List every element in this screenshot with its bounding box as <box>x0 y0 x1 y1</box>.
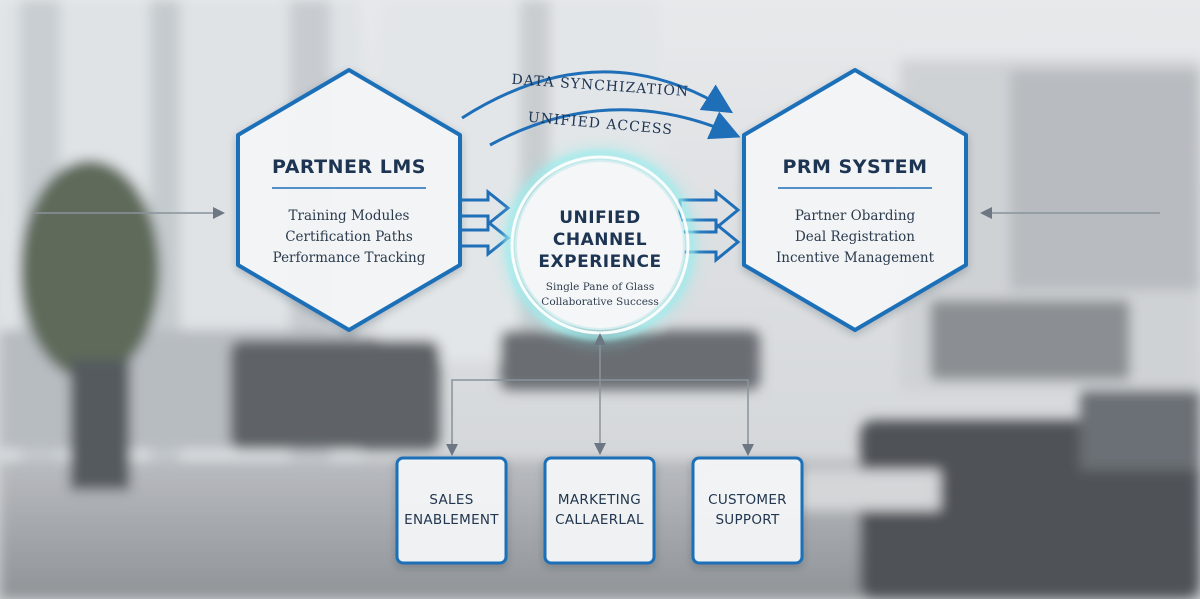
center-title-line-1: UNIFIED <box>559 208 641 228</box>
marketing-label-1: MARKETING <box>557 492 642 508</box>
sync-arc <box>461 70 734 120</box>
sales-enablement-label-2: ENABLEMENT <box>404 512 499 528</box>
prm-system-hexagon[interactable] <box>742 68 968 332</box>
partner-lms-title: PARTNER LMS <box>272 156 426 178</box>
customer-support-box[interactable] <box>691 456 804 565</box>
prm-system-item-3: Incentive Management <box>775 250 935 266</box>
access-arc <box>489 108 741 147</box>
center-sub-line-2: Collaborative Success <box>541 296 659 308</box>
partner-lms-item-1: Training Modules <box>288 208 410 224</box>
partner-lms-item-2: Certification Paths <box>285 229 413 245</box>
partner-lms-item-3: Performance Tracking <box>272 250 426 266</box>
marketing-box[interactable] <box>543 456 656 565</box>
customer-support-label-1: CUSTOMER <box>708 492 787 508</box>
center-title-line-3: EXPERIENCE <box>538 252 662 272</box>
customer-support-label-2: SUPPORT <box>715 512 780 528</box>
prm-system-item-2: Deal Registration <box>794 229 915 245</box>
prm-system-item-1: Partner Obarding <box>794 208 916 224</box>
sales-enablement-box[interactable] <box>395 456 508 565</box>
marketing-label-2: CALLAERLAL <box>555 512 644 528</box>
prm-system-title: PRM SYSTEM <box>782 156 928 178</box>
center-sub-line-1: Single Pane of Glass <box>545 281 655 293</box>
partner-lms-hexagon[interactable] <box>236 68 462 332</box>
branch-connectors <box>446 333 754 456</box>
sales-enablement-label-1: SALES <box>429 492 474 508</box>
center-title-line-2: CHANNEL <box>552 230 648 250</box>
